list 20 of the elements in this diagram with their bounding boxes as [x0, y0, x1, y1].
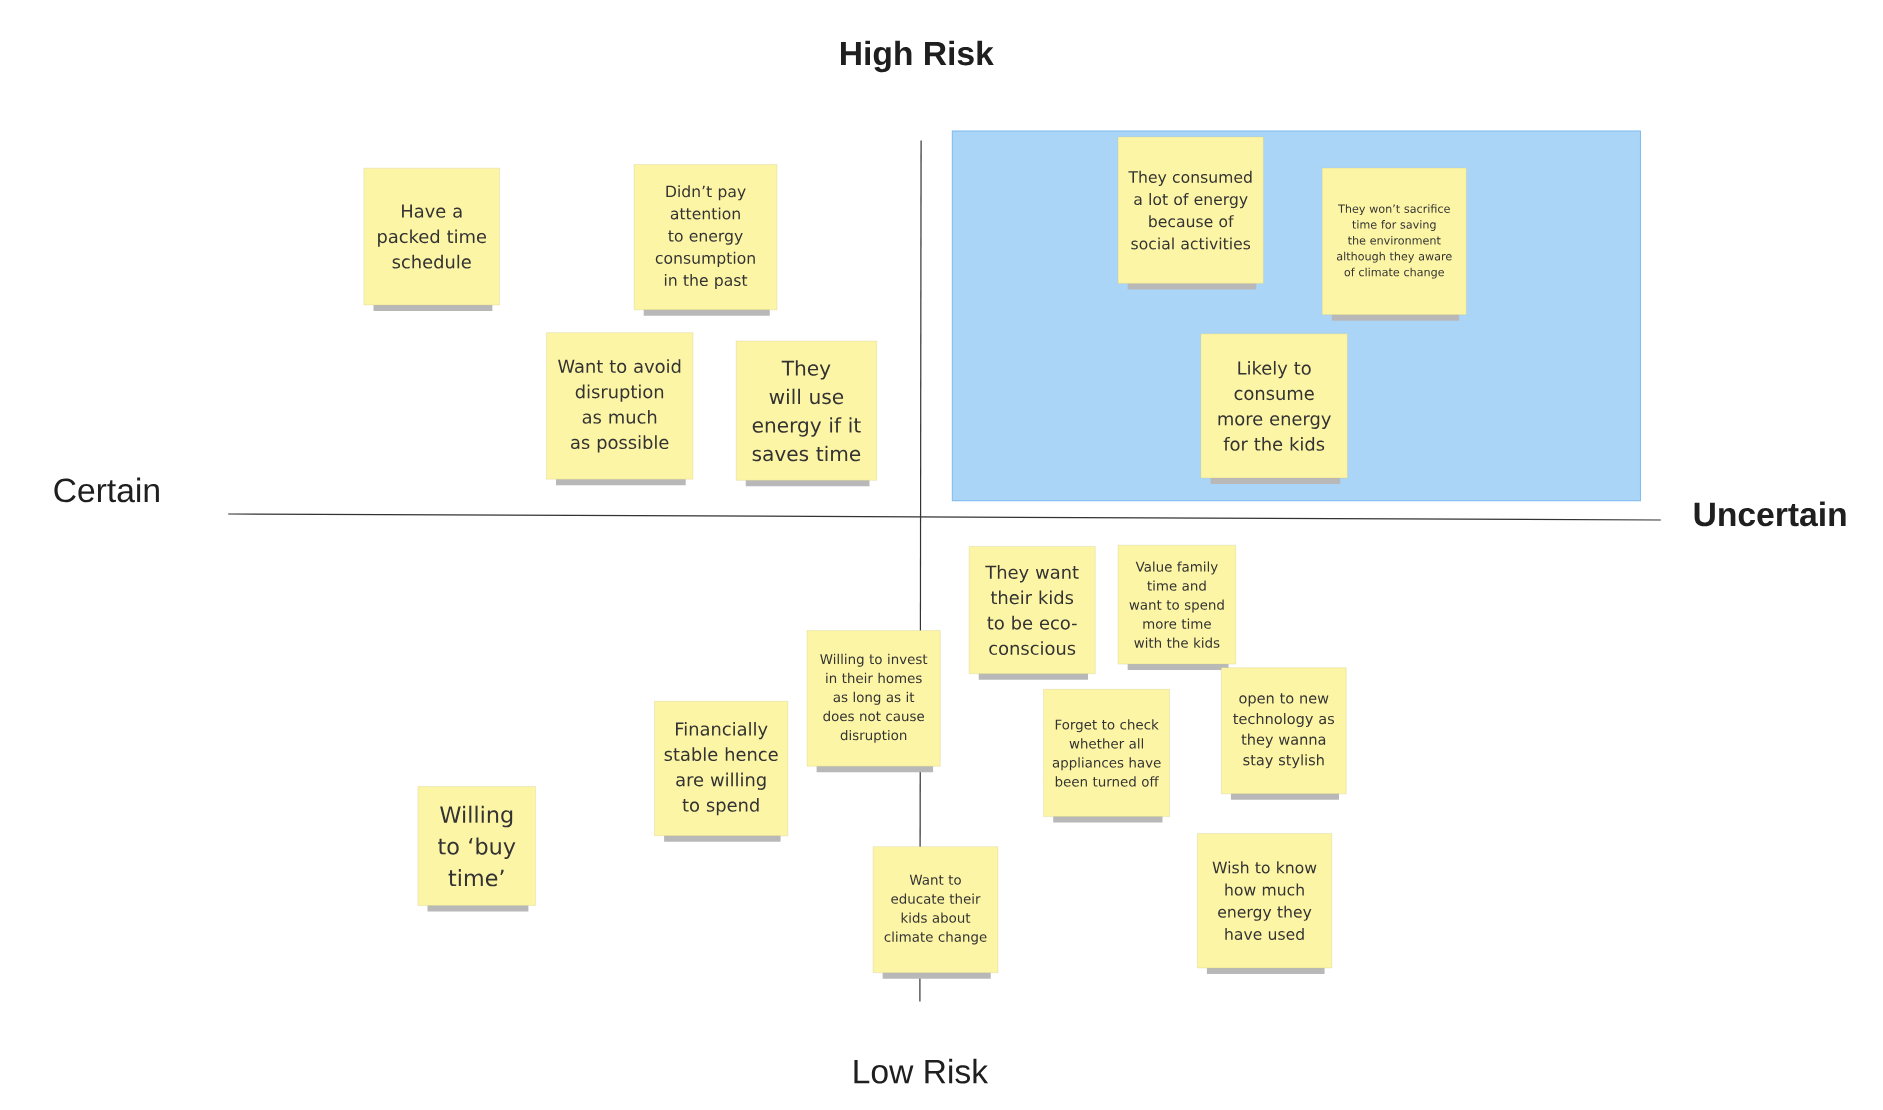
- sticky-note: They won’t sacrifice time for saving the environment although they aware of climate change: [1322, 167, 1467, 321]
- sticky-note: They want their kids to be eco-conscious: [969, 546, 1096, 680]
- sticky-note: Forget to check whether all appliances have been turned off: [1043, 689, 1170, 823]
- axis-label: Low Risk: [854, 1058, 989, 1084]
- sticky-note: Wish to know how much energy they have used: [1197, 833, 1332, 974]
- sticky-note: Financially stable hence are willing to spend: [654, 701, 788, 842]
- sticky-note: Likely to consume more energy for the kids: [1200, 333, 1348, 484]
- sticky-note: Have a packed time schedule: [363, 168, 500, 312]
- sticky-note: Willing to ‘buy time’: [417, 786, 536, 912]
- sticky-note: Want to educate their kids about climate change: [872, 846, 999, 979]
- sticky-note: Didn’t pay attention to energy consumption in the past: [633, 164, 778, 316]
- sticky-note: Want to avoid disruption as much as possible: [546, 332, 694, 486]
- sticky-note: They consumed a lot of energy because of social activities: [1117, 136, 1264, 290]
- sticky-note: Willing to invest in their homes as long as it does not cause disruption: [806, 630, 941, 773]
- sticky-note: open to new technology as they wanna stay stylish: [1221, 667, 1347, 800]
- sticky-note: Value family time and want to spend more time with the kids: [1117, 545, 1236, 671]
- axis-label: Uncertain: [1694, 501, 1846, 527]
- axis-label: Certain: [54, 477, 159, 503]
- axis-label: High Risk: [841, 40, 994, 73]
- sticky-note: They will use energy if it saves time: [736, 340, 877, 487]
